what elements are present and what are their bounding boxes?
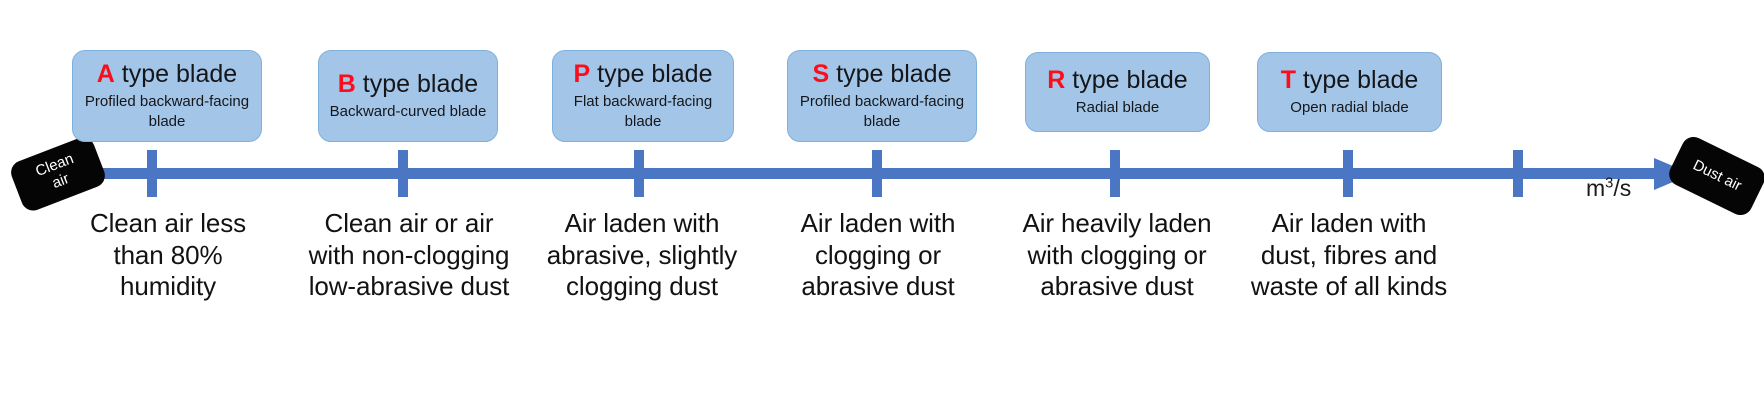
blade-letter-p: P — [573, 60, 591, 89]
blade-caption-b: Clean air or air with non-clogging low-a… — [308, 208, 510, 302]
blade-letter-r: R — [1047, 66, 1066, 95]
blade-subtitle-p: Flat backward-facing blade — [573, 93, 713, 130]
blade-title-r: R type blade — [1047, 66, 1187, 95]
blade-title-rest-s: type blade — [829, 60, 952, 89]
blade-subtitle-s: Profiled backward-facing blade — [799, 93, 965, 130]
axis-unit-prefix: m — [1586, 175, 1606, 201]
axis-unit-superscript: 3 — [1605, 175, 1614, 192]
axis-tick-5 — [1110, 150, 1120, 197]
blade-subtitle-r: Radial blade — [1075, 99, 1160, 117]
axis-tick-6 — [1343, 150, 1353, 197]
dust-air-label-line1: Dust air — [1690, 156, 1745, 195]
blade-title-rest-p: type blade — [590, 60, 713, 89]
dust-air-endcap-label: Dust air — [1665, 132, 1764, 220]
blade-title-rest-a: type blade — [114, 60, 238, 89]
blade-title-p: P type blade — [573, 60, 712, 89]
blade-caption-r: Air heavily laden with clogging or abras… — [1022, 208, 1212, 302]
blade-letter-b: B — [337, 70, 356, 99]
blade-title-s: S type blade — [812, 60, 951, 89]
blade-caption-p: Air laden with abrasive, slightly cloggi… — [546, 208, 738, 302]
axis-tick-4 — [872, 150, 882, 197]
blade-title-t: T type blade — [1281, 66, 1419, 95]
blade-caption-s: Air laden with clogging or abrasive dust — [800, 208, 956, 302]
axis-tick-3 — [634, 150, 644, 197]
axis-tick-7 — [1513, 150, 1523, 197]
blade-title-b: B type blade — [338, 70, 478, 99]
blade-title-a: A type blade — [97, 60, 237, 89]
blade-caption-a: Clean air less than 80% humidity — [89, 208, 247, 302]
blade-title-rest-r: type blade — [1065, 66, 1188, 95]
blade-title-rest-t: type blade — [1295, 66, 1419, 95]
axis-tick-1 — [147, 150, 157, 197]
axis-unit-label: m3/s — [1586, 175, 1631, 202]
blade-caption-t: Air laden with dust, fibres and waste of… — [1250, 208, 1448, 302]
blade-title-rest-b: type blade — [355, 70, 479, 99]
blade-letter-s: S — [812, 60, 830, 89]
blade-subtitle-t: Open radial blade — [1290, 99, 1409, 117]
blade-letter-t: T — [1280, 66, 1296, 95]
blade-subtitle-a: Profiled backward-facing blade — [84, 93, 250, 130]
clean-air-endcap-label: Clean air — [7, 133, 109, 215]
axis-unit-suffix: /s — [1613, 175, 1632, 201]
blade-subtitle-b: Backward-curved blade — [329, 103, 487, 121]
blade-letter-a: A — [96, 60, 115, 89]
axis-line — [60, 168, 1672, 179]
axis-tick-2 — [398, 150, 408, 197]
